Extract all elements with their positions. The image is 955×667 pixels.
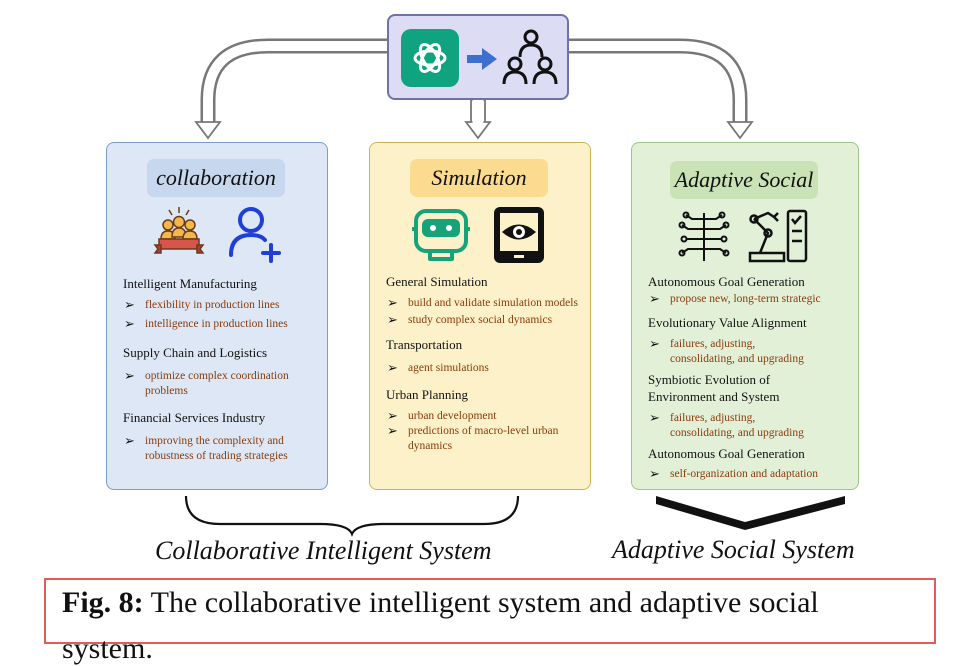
neural-network-icon <box>678 211 730 261</box>
simulation-content: General Simulation ➢build and validate s… <box>386 273 586 454</box>
chevron-right-icon: ➢ <box>124 369 135 384</box>
bullet-item: ➢study complex social dynamics <box>387 313 553 328</box>
chevron-right-icon: ➢ <box>124 317 135 332</box>
collaborative-system-label: Collaborative Intelligent System <box>155 536 492 565</box>
bullet-item: ➢predictions of macro-level urban dynami… <box>387 424 559 452</box>
chatgpt-logo-icon <box>401 29 459 87</box>
chevron-right-icon: ➢ <box>649 411 660 426</box>
add-user-icon <box>229 207 281 263</box>
figure-label: Fig. 8: <box>62 586 144 619</box>
bullet-item: ➢failures, adjusting, consolidating, and… <box>649 411 804 439</box>
bullet-item: ➢intelligence in production lines <box>124 317 288 332</box>
right-arrow-icon <box>467 48 497 70</box>
figure-caption: Fig. 8: The collaborative intelligent sy… <box>62 586 819 620</box>
bullet-item: ➢self-organization and adaptation <box>649 467 818 482</box>
bullet-item: ➢urban development <box>387 409 497 424</box>
simulation-panel: Simulation General Simulation ➢build and… <box>369 142 591 490</box>
simulation-title: Simulation <box>410 159 548 197</box>
caption-continuation: system. <box>62 632 153 665</box>
right-brace <box>656 496 845 530</box>
chevron-right-icon: ➢ <box>387 361 398 376</box>
section-heading: Urban Planning <box>386 387 468 402</box>
bullet-item: ➢optimize complex coordination problems <box>124 369 289 397</box>
chevron-right-icon: ➢ <box>124 434 135 449</box>
left-arrowhead <box>194 121 222 140</box>
section-heading: Supply Chain and Logistics <box>123 345 268 360</box>
team-award-icon <box>153 207 205 254</box>
bullet-item: ➢propose new, long-term strategic <box>649 292 821 307</box>
section-heading: Intelligent Manufacturing <box>123 276 257 291</box>
bullet-item: ➢flexibility in production lines <box>124 298 280 313</box>
bullet-item: ➢failures, adjusting, consolidating, and… <box>649 337 804 365</box>
chevron-right-icon: ➢ <box>649 467 660 482</box>
chevron-right-icon: ➢ <box>387 313 398 328</box>
left-brace <box>184 495 520 537</box>
chevron-right-icon: ➢ <box>387 424 398 439</box>
chevron-right-icon: ➢ <box>649 292 660 307</box>
collaboration-title: collaboration <box>147 159 285 197</box>
bullet-item: ➢improving the complexity and robustness… <box>124 434 288 462</box>
section-heading: Evolutionary Value Alignment <box>648 315 807 330</box>
left-connector <box>200 38 387 124</box>
section-heading: Autonomous Goal Generation <box>648 446 805 461</box>
chevron-right-icon: ➢ <box>124 298 135 313</box>
collaboration-content: Intelligent Manufacturing ➢flexibility i… <box>123 275 323 464</box>
chevron-right-icon: ➢ <box>387 296 398 311</box>
chevron-right-icon: ➢ <box>387 409 398 424</box>
llm-node <box>387 14 569 100</box>
adaptive-social-title: Adaptive Social <box>670 161 818 199</box>
section-heading: Autonomous Goal Generation <box>648 274 805 289</box>
adaptive-social-panel: Adaptive Social Autonomous Goal Generati… <box>631 142 859 490</box>
robot-arm-icon <box>748 209 808 263</box>
adaptive-social-content: Autonomous Goal Generation ➢propose new,… <box>648 273 854 482</box>
vr-headset-icon <box>412 209 470 261</box>
mobile-eye-icon <box>494 207 544 263</box>
right-arrowhead <box>726 121 754 140</box>
section-heading: Financial Services Industry <box>123 410 266 425</box>
section-heading: Transportation <box>386 337 463 352</box>
adaptive-system-label: Adaptive Social System <box>612 535 855 564</box>
section-heading: General Simulation <box>386 274 488 289</box>
caption-text: The collaborative intelligent system and… <box>150 586 819 619</box>
multi-agent-people-icon <box>502 29 558 85</box>
section-heading: Symbiotic Evolution of Environment and S… <box>648 372 780 404</box>
bullet-item: ➢build and validate simulation models <box>387 296 578 311</box>
collaboration-panel: collaboration Intelligent Manufacturing … <box>106 142 328 490</box>
chevron-right-icon: ➢ <box>649 337 660 352</box>
caption-highlight-box <box>44 578 936 644</box>
bullet-item: ➢agent simulations <box>387 361 489 376</box>
